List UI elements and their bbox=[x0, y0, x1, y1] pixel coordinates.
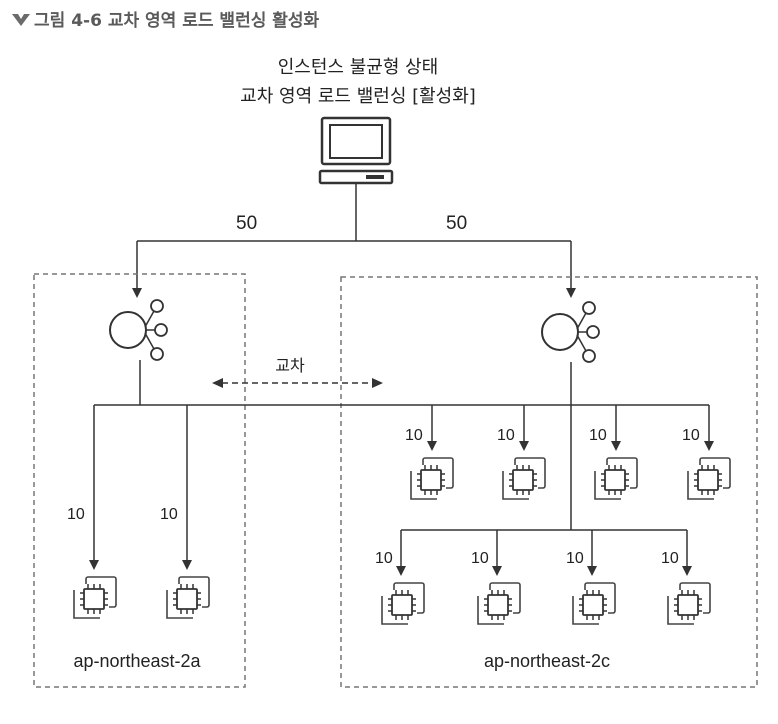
instance-weight: 10 bbox=[471, 550, 489, 567]
instance-weight: 10 bbox=[405, 427, 423, 444]
instance-weight: 10 bbox=[566, 550, 584, 567]
distribution-lines bbox=[89, 360, 714, 576]
ec2-instance-icon bbox=[381, 582, 425, 625]
ec2-instance-icon bbox=[572, 582, 616, 625]
cross-zone-arrow bbox=[212, 378, 383, 388]
figure-caption: 그림 4-6 교차 영역 로드 밸런싱 활성화 bbox=[12, 10, 320, 31]
ec2-instance-icon bbox=[667, 582, 711, 625]
ec2-instance-icon bbox=[687, 457, 731, 500]
availability-zone-2a-box bbox=[33, 273, 246, 688]
traffic-weight-right: 50 bbox=[446, 213, 467, 234]
desktop-computer-icon bbox=[318, 116, 394, 185]
chevron-down-icon bbox=[12, 14, 30, 26]
instance-weight: 10 bbox=[497, 427, 515, 444]
instance-weight: 10 bbox=[661, 550, 679, 567]
caption-text: 그림 4-6 교차 영역 로드 밸런싱 활성화 bbox=[34, 10, 320, 31]
ec2-instance-icon bbox=[594, 457, 638, 500]
diagram-title-line2: 교차 영역 로드 밸런싱 [활성화] bbox=[240, 86, 476, 107]
diagram-title-line1: 인스턴스 불균형 상태 bbox=[278, 57, 438, 78]
instance-weight: 10 bbox=[375, 550, 393, 567]
client-to-lb-lines bbox=[132, 184, 576, 298]
ec2-instance-icon bbox=[166, 576, 210, 619]
ec2-instance-icon bbox=[73, 576, 117, 619]
availability-zone-2c-box bbox=[340, 276, 758, 688]
load-balancer-icon bbox=[541, 301, 600, 363]
ec2-instance-icon bbox=[410, 457, 454, 500]
traffic-weight-left: 50 bbox=[236, 213, 257, 234]
ec2-instance-icon bbox=[502, 457, 546, 500]
zone-label-2c: ap-northeast-2c bbox=[484, 651, 610, 671]
instance-weight: 10 bbox=[160, 506, 178, 523]
cross-zone-label: 교차 bbox=[275, 356, 305, 375]
instance-weight: 10 bbox=[589, 427, 607, 444]
ec2-instance-icon bbox=[477, 582, 521, 625]
zone-label-2a: ap-northeast-2a bbox=[73, 651, 201, 671]
instance-weight: 10 bbox=[682, 427, 700, 444]
instance-weight: 10 bbox=[67, 506, 85, 523]
load-balancer-icon bbox=[109, 299, 168, 361]
